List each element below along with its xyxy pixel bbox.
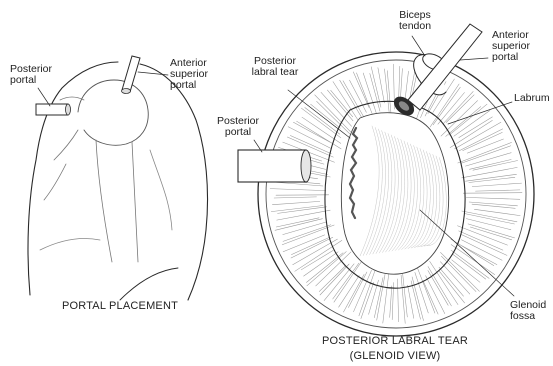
striation-line bbox=[441, 252, 480, 291]
striation-line bbox=[461, 240, 502, 260]
humerus-shaft bbox=[96, 140, 138, 262]
striation-line bbox=[361, 282, 374, 318]
striation-line bbox=[408, 285, 414, 318]
label-posterior-labral-tear: Posterior labral tear bbox=[240, 56, 310, 78]
striation-line bbox=[459, 129, 503, 151]
humeral-head bbox=[78, 80, 148, 145]
striation-line bbox=[272, 201, 319, 204]
caption-portal-placement: PORTAL PLACEMENT bbox=[40, 300, 200, 312]
striation-line bbox=[458, 226, 508, 245]
striation-line bbox=[334, 261, 362, 302]
striation-line bbox=[398, 279, 399, 322]
striation-line bbox=[441, 256, 476, 291]
striation-line bbox=[464, 214, 514, 225]
striation-line bbox=[446, 107, 481, 137]
leader-labrum bbox=[448, 102, 512, 124]
label-glenoid-fossa: Glenoid fossa bbox=[510, 300, 546, 322]
striation-line bbox=[469, 202, 517, 206]
striation-line bbox=[459, 117, 493, 138]
posterior-portal-cannula bbox=[36, 104, 71, 115]
striation-line bbox=[387, 71, 391, 113]
striation-line bbox=[359, 268, 376, 316]
striation-line bbox=[462, 211, 517, 222]
striation-line bbox=[283, 225, 331, 242]
striation-line bbox=[470, 160, 512, 170]
striation-line bbox=[476, 190, 520, 191]
striation-line bbox=[307, 253, 344, 283]
leader-anterior-superior-portal-left bbox=[138, 72, 168, 75]
striation-line bbox=[270, 189, 326, 191]
leader-anterior-superior-portal-right bbox=[460, 58, 488, 60]
striation-line bbox=[291, 237, 333, 258]
striation-line bbox=[370, 73, 380, 111]
striation-line bbox=[320, 264, 349, 295]
striation-line bbox=[275, 219, 323, 231]
shoulder-illustration bbox=[28, 56, 208, 300]
anterior-superior-cannula-right bbox=[391, 24, 482, 118]
label-posterior-portal-right: Posterior portal bbox=[210, 116, 266, 138]
label-labrum: Labrum bbox=[514, 93, 550, 104]
arm-outline bbox=[140, 64, 208, 300]
striation-line bbox=[333, 263, 359, 299]
striation-line bbox=[450, 120, 492, 147]
label-posterior-portal-left: Posterior portal bbox=[10, 64, 52, 86]
leader-posterior-portal-left bbox=[38, 88, 50, 106]
striation-line bbox=[468, 224, 515, 238]
striation-line bbox=[273, 182, 323, 186]
striation-line bbox=[305, 108, 340, 135]
striation-line bbox=[401, 275, 405, 323]
back-contour bbox=[40, 150, 172, 250]
caption-posterior-labral-tear: POSTERIOR LABRAL TEAR bbox=[300, 335, 490, 347]
striation-line bbox=[343, 81, 364, 118]
striation-line bbox=[274, 197, 316, 198]
striation-line bbox=[472, 183, 521, 187]
striation-line bbox=[458, 142, 512, 163]
striation-line bbox=[470, 227, 511, 240]
striation-line bbox=[331, 90, 353, 117]
label-anterior-superior-portal-left: Anterior superior portal bbox=[170, 58, 208, 91]
striation-line bbox=[411, 281, 420, 319]
posterior-portal-cannula-right bbox=[238, 150, 311, 182]
axilla bbox=[120, 268, 178, 300]
striation-line bbox=[461, 146, 511, 164]
striation-line bbox=[463, 193, 522, 194]
striation-line bbox=[449, 104, 487, 135]
striation-line bbox=[374, 278, 383, 318]
label-biceps-tendon: Biceps tendon bbox=[390, 10, 440, 32]
striation-line bbox=[295, 240, 342, 271]
striation-line bbox=[297, 121, 342, 149]
striation-line bbox=[390, 286, 392, 318]
striation-line bbox=[327, 90, 353, 121]
striation-line bbox=[466, 197, 520, 199]
caption-glenoid-view: (GLENOID VIEW) bbox=[300, 350, 490, 362]
striation-line bbox=[472, 204, 515, 208]
label-anterior-superior-portal-right: Anterior superior portal bbox=[492, 30, 530, 63]
striation-line bbox=[461, 234, 507, 255]
striation-line bbox=[385, 69, 390, 117]
striation-line bbox=[383, 272, 389, 324]
striation-line bbox=[402, 272, 407, 318]
